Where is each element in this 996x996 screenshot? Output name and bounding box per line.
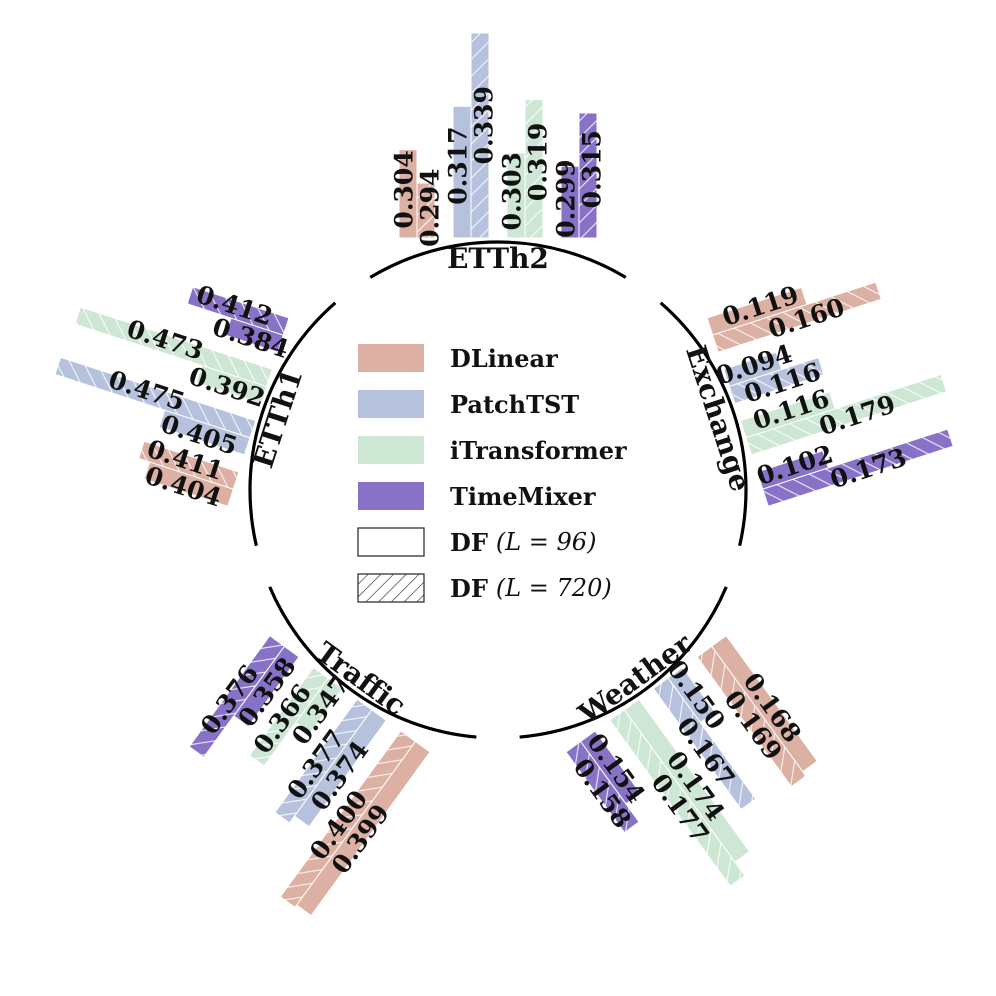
legend-item-df-l-720: DF(L = 720) — [357, 573, 612, 603]
etth2-timemixer-group — [560, 112, 598, 239]
weather-dlinear-l720-hatch — [697, 646, 807, 787]
legend-swatch-timemixer — [358, 482, 424, 510]
etth2-patchtst-group — [452, 32, 490, 239]
etth1-timemixer-group — [186, 286, 290, 353]
traffic-timemixer-group — [188, 634, 300, 758]
exchange-patchtst-group — [723, 351, 825, 405]
etth1-patchtst-group — [54, 356, 257, 456]
weather-patchtst-group — [652, 666, 757, 811]
etth2-dlinear-l720-hatch — [417, 183, 435, 238]
traffic-itransformer-group — [248, 666, 344, 767]
legend-swatch-hatched — [357, 573, 425, 603]
exchange-itransformer-l720-hatch — [746, 374, 947, 455]
etth2-timemixer-l96-label: 0.299 — [552, 159, 581, 237]
traffic-arc — [268, 586, 477, 739]
exchange-timemixer-l720-hatch — [762, 429, 954, 507]
etth1-patchtst-l720-label: 0.475 — [105, 365, 188, 417]
etth2-patchtst-l96-label: 0.317 — [444, 126, 473, 204]
weather-arc — [519, 586, 728, 739]
weather-itransformer-group — [609, 698, 751, 887]
bars-layer — [54, 32, 954, 917]
exchange-patchtst-l720-hatch — [729, 357, 825, 404]
traffic-itransformer-l720-hatch — [249, 667, 329, 767]
etth2-itransformer-l720-hatch — [525, 99, 543, 238]
weather-timemixer-l720-hatch — [566, 741, 640, 833]
legend-swatch-dlinear — [358, 344, 424, 372]
etth1-itransformer-l720-label: 0.473 — [123, 314, 206, 366]
legend-item-patchtst: PatchTST — [358, 390, 579, 419]
legend-item-dlinear: DLinear — [358, 344, 558, 373]
weather-timemixer-group — [565, 730, 642, 834]
etth1-timemixer-l720-hatch — [187, 286, 289, 336]
traffic-timemixer-l720-hatch — [189, 635, 285, 758]
etth2-dlinear-l720-label: 0.294 — [415, 169, 444, 247]
etth1-itransformer-group — [74, 306, 273, 405]
traffic-dlinear-l720-hatch — [280, 730, 416, 908]
weather-dlinear-group — [696, 634, 819, 788]
etth1-patchtst-l720-hatch — [55, 357, 256, 438]
etth1-arc — [248, 301, 337, 547]
weather-patchtst-l720-hatch — [653, 678, 756, 810]
etth2-timemixer-l720-label: 0.315 — [577, 130, 606, 208]
etth2-timemixer-l720-hatch — [579, 113, 597, 238]
legend-label: DF(L = 720) — [450, 574, 612, 603]
etth2-itransformer-l720-label: 0.319 — [523, 123, 552, 201]
legend-label: DLinear — [450, 344, 558, 373]
exchange-dlinear-l720-hatch — [712, 282, 882, 353]
exchange-arc — [659, 301, 748, 547]
etth2-dlinear-l96-label: 0.304 — [390, 150, 419, 228]
legend-label: iTransformer — [450, 436, 627, 465]
legend-item-timemixer: TimeMixer — [358, 482, 596, 511]
etth2-itransformer-l96-label: 0.303 — [498, 152, 527, 230]
etth2-patchtst-l720-label: 0.339 — [469, 86, 498, 164]
legend-label: PatchTST — [450, 390, 579, 419]
etth2-dataset-label: ETTh2 — [447, 242, 549, 275]
exchange-itransformer-group — [739, 373, 948, 456]
legend-swatch-itransformer — [358, 436, 424, 464]
weather-itransformer-l720-hatch — [609, 709, 745, 887]
etth2-patchtst-l720-hatch — [471, 33, 489, 238]
exchange-timemixer-group — [756, 428, 954, 507]
dataset-arcs — [248, 240, 748, 739]
exchange-timemixer-l720-label: 0.173 — [827, 443, 910, 495]
etth1-dlinear-l720-hatch — [138, 441, 239, 490]
etth1-itransformer-l720-hatch — [74, 307, 273, 387]
legend-label: DF(L = 96) — [450, 528, 596, 557]
legend-label: TimeMixer — [450, 482, 596, 511]
legend-swatch-plain — [357, 527, 425, 557]
traffic-patchtst-group — [274, 698, 387, 828]
traffic-dlinear-group — [279, 730, 431, 917]
etth2-itransformer-group — [506, 99, 544, 239]
legend-item-df-l-96: DF(L = 96) — [357, 527, 596, 557]
legend-swatch-patchtst — [358, 390, 424, 418]
traffic-patchtst-l720-hatch — [274, 699, 372, 823]
etth2-dlinear-group — [398, 149, 436, 239]
etth2-arc — [369, 240, 627, 279]
exchange-dlinear-group — [706, 281, 882, 353]
legend-item-itransformer: iTransformer — [358, 436, 627, 465]
etth1-dlinear-group — [138, 440, 240, 507]
